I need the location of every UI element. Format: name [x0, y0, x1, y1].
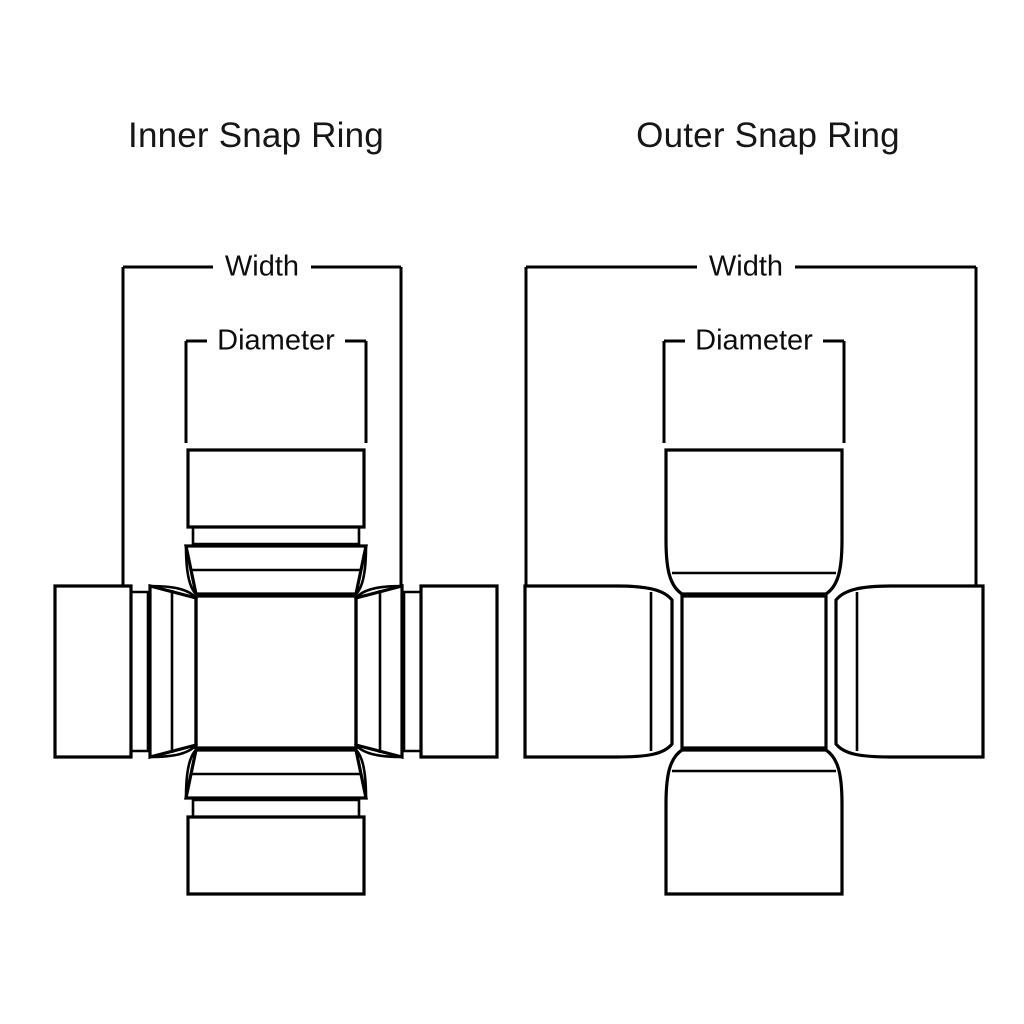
top-bearing-cap-assembly — [664, 448, 844, 596]
diameter-dimension-bracket — [662, 339, 846, 443]
right-bearing-cap — [419, 584, 499, 759]
center-cross-body — [194, 594, 358, 750]
bottom-snap-ring-band — [191, 798, 361, 819]
top-snap-ring-band — [191, 525, 361, 546]
width-dimension-label-inner: Width — [217, 252, 307, 282]
right-bearing-cap-assembly — [834, 584, 985, 759]
diameter-dimension-label-inner: Diameter — [210, 326, 342, 356]
panel-outer-snap-ring: Outer Snap Ring — [512, 0, 1024, 1024]
inner-snap-ring-figure — [53, 265, 499, 896]
width-dimension-label-outer: Width — [701, 252, 791, 282]
panel-inner-snap-ring: Inner Snap Ring — [53, 116, 499, 896]
right-collar-top-fillet — [353, 584, 403, 600]
right-bearing-cap — [834, 584, 985, 759]
bottom-collar-left-fillet — [184, 746, 199, 799]
top-bearing-cap-assembly — [184, 448, 368, 598]
top-collar-left-fillet — [184, 545, 199, 598]
center-cross-body — [680, 594, 828, 750]
right-bearing-cap-assembly — [353, 583, 499, 760]
left-snap-ring-band — [129, 590, 150, 753]
diameter-dimension-label-outer: Diameter — [688, 326, 820, 356]
left-bearing-cap-assembly — [53, 583, 199, 760]
left-collar-top-fillet — [149, 584, 199, 600]
left-collar-bottom-fillet — [149, 743, 199, 759]
bottom-bearing-cap — [186, 815, 366, 896]
left-bearing-cap — [523, 584, 674, 759]
top-bearing-cap — [186, 448, 366, 529]
width-dimension-bracket — [121, 265, 403, 586]
left-bearing-cap — [53, 584, 133, 759]
panel-title-outer-snap-ring: Outer Snap Ring — [636, 116, 900, 155]
width-dimension-bracket — [524, 265, 978, 586]
bottom-collar-right-fillet — [353, 746, 368, 799]
bottom-bearing-cap — [664, 748, 844, 896]
top-collar-right-fillet — [353, 545, 368, 598]
bottom-bearing-cap-assembly — [664, 748, 844, 896]
left-bearing-cap-assembly — [523, 584, 674, 759]
right-collar-bottom-fillet — [353, 743, 403, 759]
top-bearing-cap — [664, 448, 844, 596]
right-snap-ring-band — [402, 590, 423, 753]
diameter-dimension-bracket — [184, 339, 368, 443]
outer-snap-ring-figure — [523, 265, 985, 896]
panel-title-inner-snap-ring: Inner Snap Ring — [128, 116, 384, 155]
bottom-bearing-cap-assembly — [184, 746, 368, 896]
